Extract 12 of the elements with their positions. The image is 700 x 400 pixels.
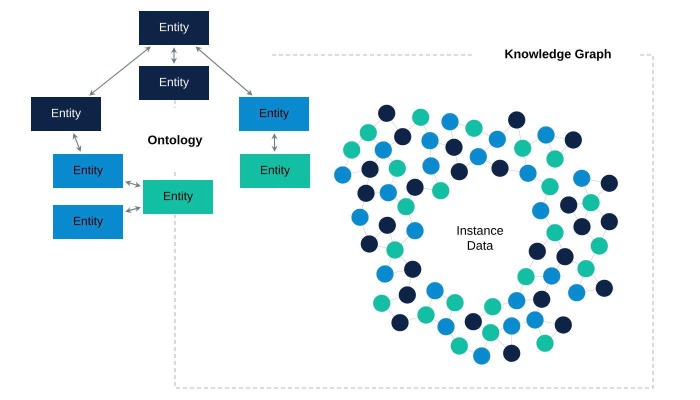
arrow: [196, 46, 252, 96]
ontology-label: Ontology: [148, 135, 202, 147]
entity-box: Entity: [239, 97, 309, 131]
entity-box: Entity: [53, 154, 123, 188]
graph-title: Knowledge Graph: [502, 47, 614, 63]
entity-box: Entity: [139, 11, 209, 45]
entity-box: Entity: [53, 205, 123, 239]
entity-box: Entity: [139, 66, 209, 100]
entity-box: Entity: [31, 97, 101, 131]
center-label: Instance Data: [458, 226, 504, 250]
entity-box: Entity: [240, 154, 310, 188]
entity-box: Entity: [143, 180, 213, 214]
